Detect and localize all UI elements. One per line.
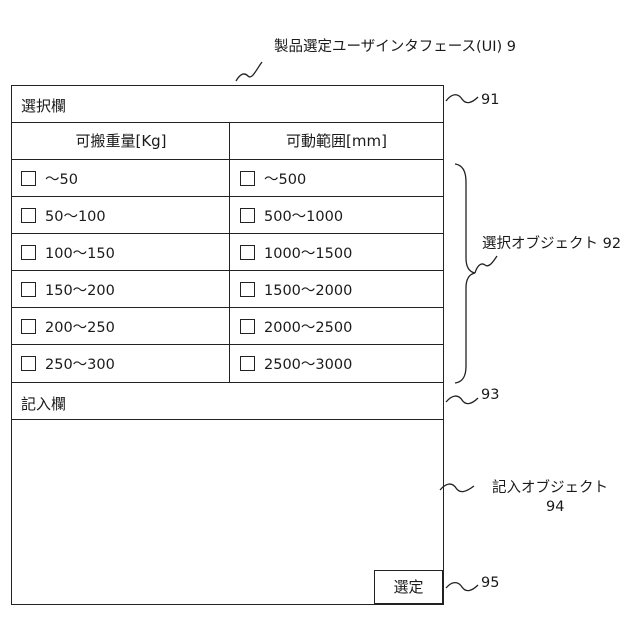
option-label: 1500～2000 <box>264 279 352 300</box>
checkbox[interactable] <box>240 171 255 186</box>
option-label: 2500～3000 <box>264 353 352 374</box>
annotation-91: 91 <box>481 92 499 108</box>
checkbox[interactable] <box>21 171 36 186</box>
payload-option[interactable]: ～50 <box>21 160 78 197</box>
product-selection-ui: 選択欄 可搬重量[Kg] 可動範囲[mm] ～50 ～500 50～100 500～1… <box>11 85 444 605</box>
option-label: 2000～2500 <box>264 316 352 337</box>
column-header-range: 可動範囲[mm] <box>230 123 443 160</box>
option-label: 100～150 <box>45 242 115 263</box>
range-option[interactable]: 1500～2000 <box>240 271 352 308</box>
payload-option[interactable]: 50～100 <box>21 197 106 234</box>
select-button[interactable]: 選定 <box>374 570 443 604</box>
option-label: 1000～1500 <box>264 242 352 263</box>
option-label: 500～1000 <box>264 205 343 226</box>
leader-91 <box>446 95 478 103</box>
option-label: ～50 <box>45 168 78 189</box>
annotation-93: 93 <box>481 387 499 403</box>
selection-area-label: 選択欄 <box>21 95 66 116</box>
checkbox[interactable] <box>21 245 36 260</box>
checkbox[interactable] <box>21 282 36 297</box>
entry-area-label: 記入欄 <box>21 393 66 414</box>
payload-option[interactable]: 200～250 <box>21 308 115 345</box>
range-option[interactable]: 500～1000 <box>240 197 343 234</box>
checkbox[interactable] <box>21 356 36 371</box>
checkbox[interactable] <box>240 356 255 371</box>
payload-option[interactable]: 100～150 <box>21 234 115 271</box>
option-label: 250～300 <box>45 353 115 374</box>
option-label: 150～200 <box>45 279 115 300</box>
range-option[interactable]: 2500～3000 <box>240 345 352 382</box>
range-option[interactable]: ～500 <box>240 160 306 197</box>
divider <box>12 419 443 420</box>
checkbox[interactable] <box>21 208 36 223</box>
checkbox[interactable] <box>240 245 255 260</box>
option-label: 200～250 <box>45 316 115 337</box>
range-option[interactable]: 1000～1500 <box>240 234 352 271</box>
checkbox[interactable] <box>240 208 255 223</box>
leader-95 <box>446 583 478 591</box>
checkbox[interactable] <box>240 282 255 297</box>
column-header-payload: 可搬重量[Kg] <box>12 123 230 160</box>
annotation-94-line2: 94 <box>546 499 564 515</box>
title-label: 製品選定ユーザインタフェース(UI) 9 <box>274 35 516 56</box>
option-label: ～500 <box>264 168 306 189</box>
payload-option[interactable]: 250～300 <box>21 345 115 382</box>
entry-field[interactable] <box>12 421 442 571</box>
selection-brace <box>455 164 475 383</box>
payload-option[interactable]: 150～200 <box>21 271 115 308</box>
annotation-92: 選択オブジェクト 92 <box>482 232 621 253</box>
checkbox[interactable] <box>240 319 255 334</box>
leader-title <box>236 62 262 81</box>
checkbox[interactable] <box>21 319 36 334</box>
divider <box>12 382 443 383</box>
leader-93 <box>446 396 478 404</box>
leader-92 <box>475 256 497 273</box>
annotation-94-line1: 記入オブジェクト <box>492 476 608 497</box>
annotation-95: 95 <box>481 575 499 591</box>
leader-94 <box>440 484 474 492</box>
range-option[interactable]: 2000～2500 <box>240 308 352 345</box>
option-label: 50～100 <box>45 205 106 226</box>
